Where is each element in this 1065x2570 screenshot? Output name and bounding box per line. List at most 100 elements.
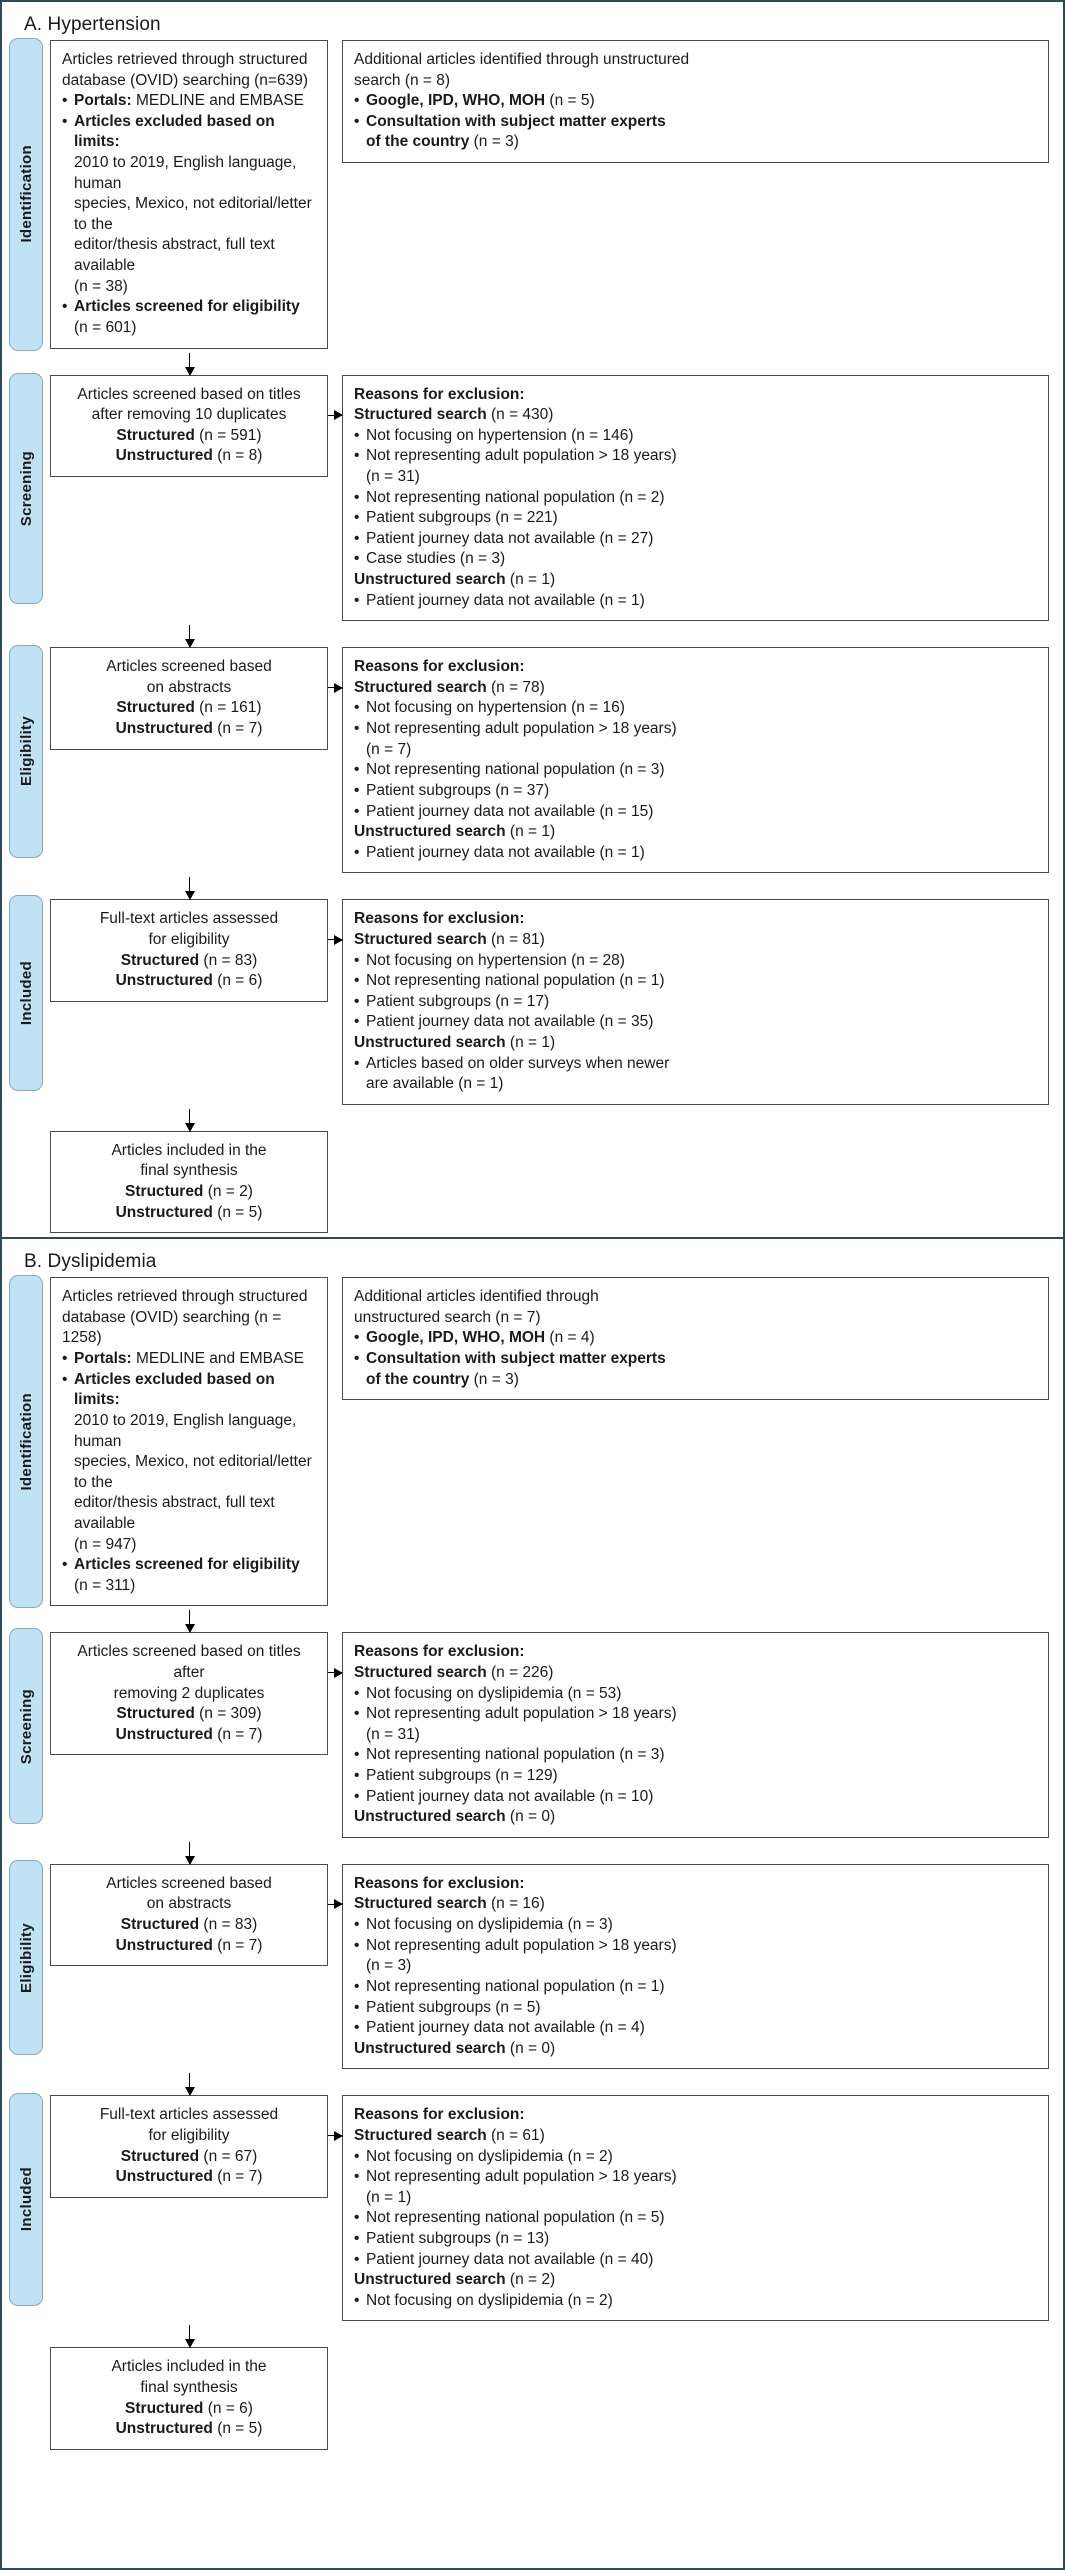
bullet-text: Articles excluded based on limits: [74,1370,275,1409]
exclusion-group-header: Unstructured search (n = 1) [354,1033,1037,1054]
continuation-text: of the country (n = 3) [366,133,519,151]
count-line: Structured (n = 309) [62,1704,316,1725]
exclusion-item: Patient journey data not available (n = … [354,1787,1037,1808]
exclusion-item: Not focusing on hypertension (n = 28) [354,951,1037,972]
exclusion-group-header: Unstructured search (n = 0) [354,1807,1037,1828]
count-line: Structured (n = 161) [62,698,316,719]
exclusion-item: (n = 31) [366,467,420,485]
structured-final: Articles screened for eligibility (n = 3… [62,1555,316,1596]
exclusion-wrap: Reasons for exclusion:Structured search … [328,1863,1049,2070]
section-title: A. Hypertension [24,14,161,35]
phase-column: Eligibility [2,1842,50,2073]
count-text: Structured (n = 309) [116,1705,262,1723]
exclusion-items: Not focusing on hypertension (n = 28)Not… [354,951,1037,1033]
continuation-line: 2010 to 2019, English language, human [74,1411,297,1450]
section-title: B. Dyslipidemia [24,1251,157,1273]
exclusion-item: Patient journey data not available (n = … [354,843,1037,864]
identification-unstructured-box: Additional articles identified through u… [342,40,1049,164]
final-count: Articles screened for eligibility (n = 6… [74,298,300,336]
arrow-right [328,2130,343,2141]
bullet-text: Portals: MEDLINE and EMBASE [74,92,305,110]
exclusion-title: Reasons for exclusion: [354,910,525,928]
phase-column: Screening [2,1610,50,1841]
exclusion-items: Not focusing on dyslipidemia (n = 53)Not… [354,1684,1037,1808]
group-header-text: Structured search (n = 81) [354,930,545,948]
phase-column: Screening [2,353,50,626]
phase-column: Identification [2,36,50,353]
bullet-item: Consultation with subject matter experts [354,1349,1037,1370]
phase-label-included: Included [9,2092,43,2307]
exclusion-title: Reasons for exclusion: [354,658,525,676]
text-line: database (OVID) searching (n=639) [62,71,308,89]
continuation-line: of the country (n = 3) [354,132,1037,153]
count-line: Unstructured (n = 6) [62,971,316,992]
exclusion-item: Case studies (n = 3) [354,549,1037,570]
count-text: Structured (n = 591) [116,426,262,444]
group-header-text: Structured search (n = 16) [354,1895,545,1913]
bullet-item: Articles screened for eligibility (n = 3… [62,1555,316,1596]
arrow-right [328,1899,343,1910]
count-text: Unstructured (n = 7) [115,2168,263,2186]
bullet-text: Portals: MEDLINE and EMBASE [74,1350,305,1368]
exclusion-item: Not representing adult population > 18 y… [354,446,1037,467]
exclusion-item: Patient subgroups (n = 13) [354,2229,1037,2250]
arrow-right [328,682,343,693]
count-text: Unstructured (n = 5) [115,1203,263,1221]
exclusion-item: Patient subgroups (n = 5) [354,1998,1037,2019]
exclusion-title: Reasons for exclusion: [354,1643,525,1661]
text-line: database (OVID) searching (n = 1258) [62,1308,282,1347]
continuation-line: of the country (n = 3) [354,1370,1037,1391]
exclusion-item: Patient subgroups (n = 17) [354,992,1037,1013]
arrow-right [328,410,343,421]
text-line: Articles screened based [106,1874,272,1892]
exclusion-group-header: Structured search (n = 226) [354,1663,1037,1684]
count-text: Unstructured (n = 7) [115,1936,263,1954]
count-text: Unstructured (n = 7) [115,1725,263,1743]
exclusion-group-header: Unstructured search (n = 2) [354,2270,1037,2291]
exclusion-items: Not focusing on hypertension (n = 16)Not… [354,698,1037,822]
count-line: Unstructured (n = 5) [62,2419,316,2440]
exclusion-items: Articles based on older surveys when new… [354,1054,1037,1095]
count-text: Unstructured (n = 5) [115,2420,263,2438]
phase-column [2,1109,50,1237]
group-header-text: Unstructured search (n = 0) [354,2039,556,2057]
count-line: Unstructured (n = 7) [62,1936,316,1957]
group-header-text: Structured search (n = 226) [354,1664,554,1681]
phase-label-identification: Identification [9,1275,43,1609]
exclusion-item: Not representing national population (n … [354,488,1037,509]
bullet-item: Articles excluded based on limits: [62,1370,316,1411]
count-text: Unstructured (n = 8) [115,447,263,465]
identification-structured-box: Articles retrieved through structured dat… [50,1277,328,1607]
bullet-item: Articles excluded based on limits: [62,112,316,153]
exclusion-item: Not representing adult population > 18 y… [354,719,1037,740]
continuation-line: editor/thesis abstract, full text availa… [74,236,275,275]
count-text: Structured (n = 161) [116,699,262,717]
text-line: removing 2 duplicates [113,1684,265,1702]
text-line: Articles retrieved through structured [62,1288,308,1306]
text-line: after removing 10 duplicates [91,406,287,424]
exclusion-group-header: Unstructured search (n = 1) [354,822,1037,843]
arrow-down [184,625,195,649]
phase-column: Eligibility [2,625,50,877]
phase-label-eligibility: Eligibility [9,644,43,858]
exclusion-wrap: Reasons for exclusion:Structured search … [328,2095,1049,2322]
bullet-text: Consultation with subject matter experts [366,1350,666,1368]
exclusion-item: Articles based on older surveys when new… [354,1054,1037,1075]
structured-bullets: Portals: MEDLINE and EMBASE Articles excl… [62,91,316,297]
